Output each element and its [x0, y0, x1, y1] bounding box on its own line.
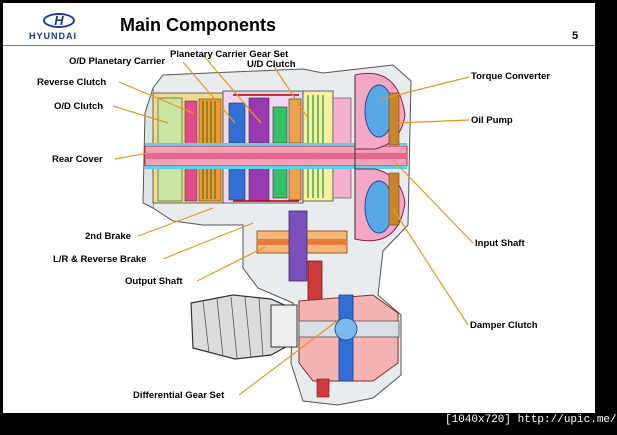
label-oil-pump: Oil Pump	[471, 115, 513, 126]
leader-torque-converter	[380, 76, 470, 100]
main-shaft	[144, 143, 408, 169]
brand-mark: H	[54, 13, 64, 28]
leader-od-planetary-carrier	[182, 61, 236, 124]
label-od-clutch: O/D Clutch	[54, 101, 103, 112]
leader-2nd-brake	[137, 207, 214, 237]
image-size-caption: [1040x720] http://upic.me/	[445, 414, 617, 426]
leader-od-clutch	[112, 105, 169, 124]
label-output-shaft: Output Shaft	[125, 276, 183, 287]
label-ud-clutch: U/D Clutch	[247, 59, 296, 70]
leader-damper-clutch	[392, 208, 469, 326]
hyundai-logo-icon: H	[43, 13, 75, 28]
component-labels: O/D Planetary Carrier Planetary Carrier …	[37, 49, 550, 401]
transmission-diagram: O/D Planetary Carrier Planetary Carrier …	[37, 49, 550, 406]
label-2nd-brake: 2nd Brake	[85, 231, 131, 242]
label-lr-reverse-brake: L/R & Reverse Brake	[53, 254, 146, 265]
brand-name: HYUNDAI	[29, 31, 78, 41]
label-torque-converter: Torque Converter	[471, 71, 550, 82]
leader-input-shaft	[392, 159, 474, 244]
leader-ud-clutch	[272, 64, 309, 119]
slide: H HYUNDAI Main Components 5	[3, 3, 617, 426]
label-od-planetary-carrier: O/D Planetary Carrier	[69, 56, 165, 67]
label-planetary-carrier-gear-set: Planetary Carrier Gear Set	[170, 49, 289, 60]
leader-oil-pump	[396, 119, 470, 124]
leader-output-shaft	[196, 246, 266, 282]
leader-planetary-carrier-gear-set	[202, 54, 262, 124]
label-rear-cover: Rear Cover	[52, 154, 103, 165]
page-title: Main Components	[120, 15, 276, 35]
drive-shaft-boot	[190, 294, 298, 360]
label-input-shaft: Input Shaft	[475, 238, 525, 249]
leader-lines	[112, 54, 474, 396]
slide-frame: H HYUNDAI Main Components 5	[3, 3, 595, 413]
label-differential-gear-set: Differential Gear Set	[133, 390, 225, 401]
leader-differential-gear-set	[238, 320, 338, 396]
leader-reverse-clutch	[118, 81, 194, 114]
header-divider	[3, 45, 595, 46]
output-shaft-assembly	[256, 210, 348, 304]
label-reverse-clutch: Reverse Clutch	[37, 77, 106, 88]
label-damper-clutch: Damper Clutch	[470, 320, 538, 331]
differential-gear-set	[298, 294, 400, 398]
leader-rear-cover	[114, 152, 149, 160]
page-number: 5	[572, 30, 579, 42]
leader-lr-reverse-brake	[162, 222, 254, 260]
